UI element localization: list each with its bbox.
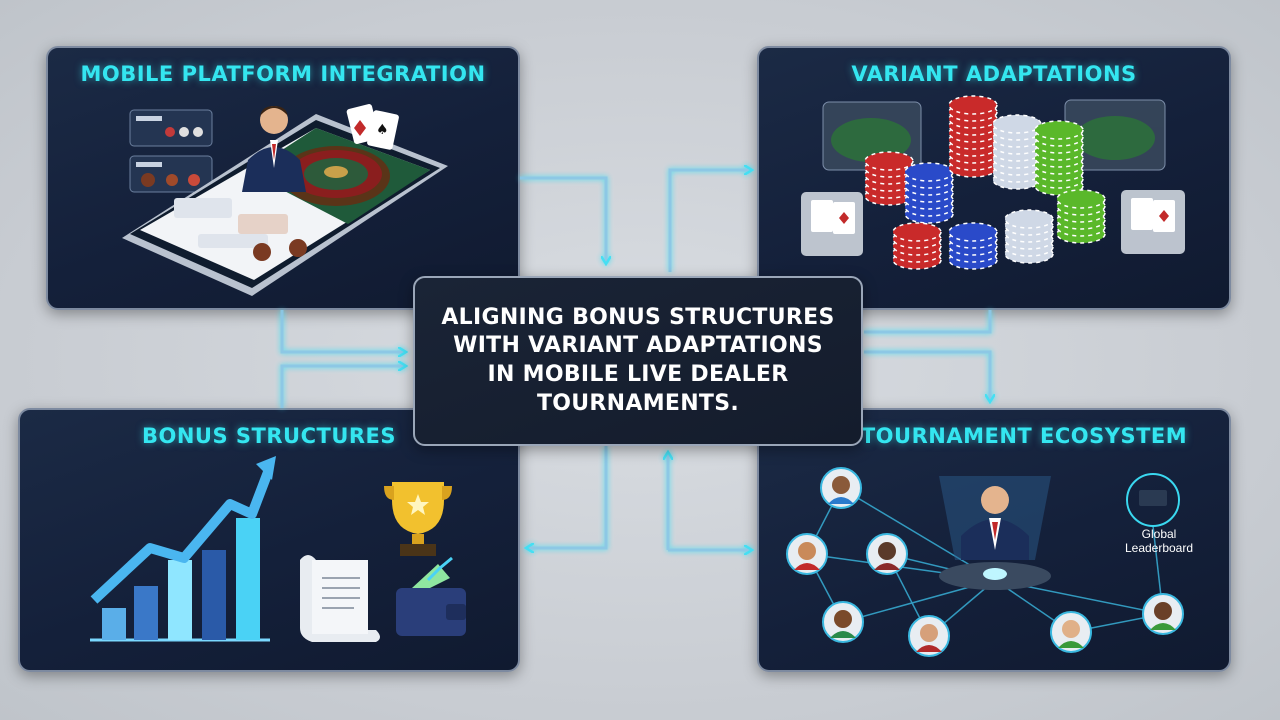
arrow-variant-to-tournament [864, 350, 990, 400]
chip [864, 151, 914, 171]
roulette-icon [282, 146, 390, 206]
chip [904, 162, 954, 182]
game-table-icon [822, 99, 1166, 171]
leaderboard-label-line2: Leaderboard [1125, 541, 1193, 555]
svg-text:♠: ♠ [376, 122, 389, 138]
mobile-platform-panel: MOBILE PLATFORM INTEGRATION [46, 46, 520, 310]
central-line-2: WITH VARIANT ADAPTATIONS [453, 333, 823, 359]
smartphone-illustration: ♠ [122, 104, 448, 296]
playing-cards-icon [801, 190, 1185, 256]
tournament-ecosystem-title: TOURNAMENT ECOSYSTEM [860, 424, 1188, 448]
arrow-mobile-to-center [520, 176, 606, 262]
dealer-icon [242, 106, 306, 192]
arrow-center-to-variant [668, 170, 750, 272]
network-illustration: Global Leaderboard [786, 467, 1193, 657]
central-theme-text: ALIGNING BONUS STRUCTURES WITH VARIANT A… [421, 304, 854, 418]
bonus-structures-panel: BONUS STRUCTURES [18, 408, 520, 672]
chip [992, 114, 1042, 134]
arrow-center-to-bonus [528, 446, 608, 548]
growth-chart-icon [90, 456, 276, 642]
player-avatar-icon [908, 615, 950, 657]
trophy-icon [384, 482, 452, 556]
player-avatar-icon [820, 467, 862, 509]
central-line-1: ALIGNING BONUS STRUCTURES [441, 304, 835, 330]
player-avatar-icon [822, 601, 864, 643]
playing-cards-icon: ♠ [346, 104, 399, 150]
player-avatar-icon [1142, 593, 1184, 635]
chip [1034, 120, 1084, 140]
player-avatar-icon [786, 533, 828, 575]
arrow-bonus-to-center [280, 366, 404, 408]
chip-stack-icon [864, 95, 1106, 270]
variant-adaptations-panel: VARIANT ADAPTATIONS [757, 46, 1231, 310]
player-avatar-icon [866, 533, 908, 575]
wallet-icon [396, 556, 466, 636]
chip [948, 222, 998, 242]
player-avatar-icon [1050, 611, 1092, 653]
central-line-4: TOURNAMENTS. [536, 390, 740, 416]
scroll-icon [300, 555, 380, 642]
chips-illustration [801, 95, 1185, 270]
arrow-mobile-left-to-center [280, 310, 404, 352]
variant-adaptations-title: VARIANT ADAPTATIONS [851, 62, 1137, 86]
chip [1056, 189, 1106, 209]
tournament-ecosystem-panel: TOURNAMENT ECOSYSTEM Global Leaderboard [757, 408, 1231, 672]
arrow-center-to-variant-right [864, 310, 992, 334]
dealer-icon [939, 476, 1051, 590]
leaderboard-icon: Global Leaderboard [1125, 473, 1193, 555]
bonus-structures-title: BONUS STRUCTURES [141, 424, 397, 448]
chip [948, 95, 998, 115]
app-ui-cards [129, 109, 213, 193]
chip [892, 222, 942, 242]
bonus-illustration [90, 456, 466, 642]
chip [1004, 209, 1054, 229]
mobile-platform-title: MOBILE PLATFORM INTEGRATION [80, 62, 486, 86]
central-line-3: IN MOBILE LIVE DEALER [487, 362, 789, 387]
leaderboard-label-line1: Global [1142, 527, 1177, 541]
central-theme-box: ALIGNING BONUS STRUCTURES WITH VARIANT A… [413, 276, 863, 446]
